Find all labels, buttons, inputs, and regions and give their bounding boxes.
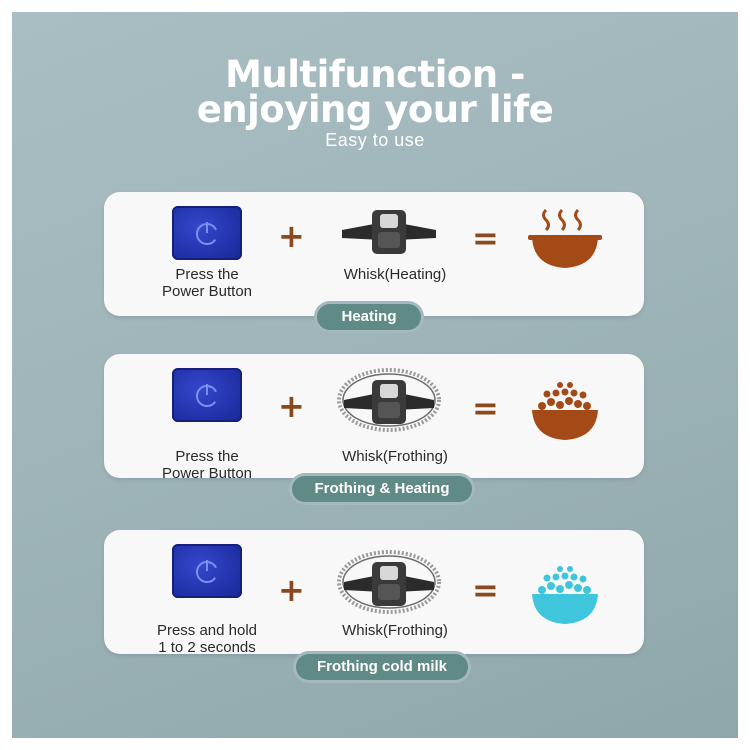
heating-whisk-icon xyxy=(342,210,436,254)
equals-icon: = xyxy=(472,389,499,427)
foamy-bowl-icon xyxy=(532,382,598,440)
plus-icon: + xyxy=(278,217,305,255)
cold-foamy-bowl-icon xyxy=(532,566,598,624)
whisk-label: Whisk(Frothing) xyxy=(342,622,448,639)
equals-icon: = xyxy=(472,571,499,609)
plus-icon: + xyxy=(278,571,305,609)
page-title-line1: Multifunction - xyxy=(225,53,525,96)
frothing-whisk-icon xyxy=(337,550,441,614)
power-button-icon xyxy=(172,206,242,260)
whisk-label: Whisk(Heating) xyxy=(343,266,447,283)
page-subtitle: Easy to use xyxy=(325,130,425,150)
mode-card-frothing-cold: Press and hold 1 to 2 seconds + Whisk(Fr… xyxy=(104,530,644,680)
whisk-label: Whisk(Frothing) xyxy=(342,448,448,465)
button-label-line2: Power Button xyxy=(161,283,253,300)
button-label-line2: 1 to 2 seconds xyxy=(158,639,256,656)
infographic-canvas: Multifunction - enjoying your life Easy … xyxy=(12,12,738,738)
button-label-line2: Power Button xyxy=(161,465,253,482)
mode-badge: Heating xyxy=(317,304,421,330)
equals-icon: = xyxy=(472,219,499,257)
steaming-bowl-icon xyxy=(528,208,602,268)
mode-badge: Frothing cold milk xyxy=(296,654,468,680)
frothing-whisk-icon xyxy=(337,368,441,432)
mode-card-heating: Press the Power Button + Whisk(Heating) … xyxy=(104,192,644,330)
mode-card-frothing-heating: Press the Power Button + Whisk(Frothing)… xyxy=(104,354,644,502)
button-label-line1: Press and hold xyxy=(156,622,258,639)
mode-badge: Frothing & Heating xyxy=(292,476,472,502)
button-label-line1: Press the xyxy=(175,448,239,465)
plus-icon: + xyxy=(278,387,305,425)
power-button-icon xyxy=(172,368,242,422)
page-title-line2: enjoying your life xyxy=(196,88,554,131)
power-button-icon xyxy=(172,544,242,598)
button-label-line1: Press the xyxy=(175,266,239,283)
